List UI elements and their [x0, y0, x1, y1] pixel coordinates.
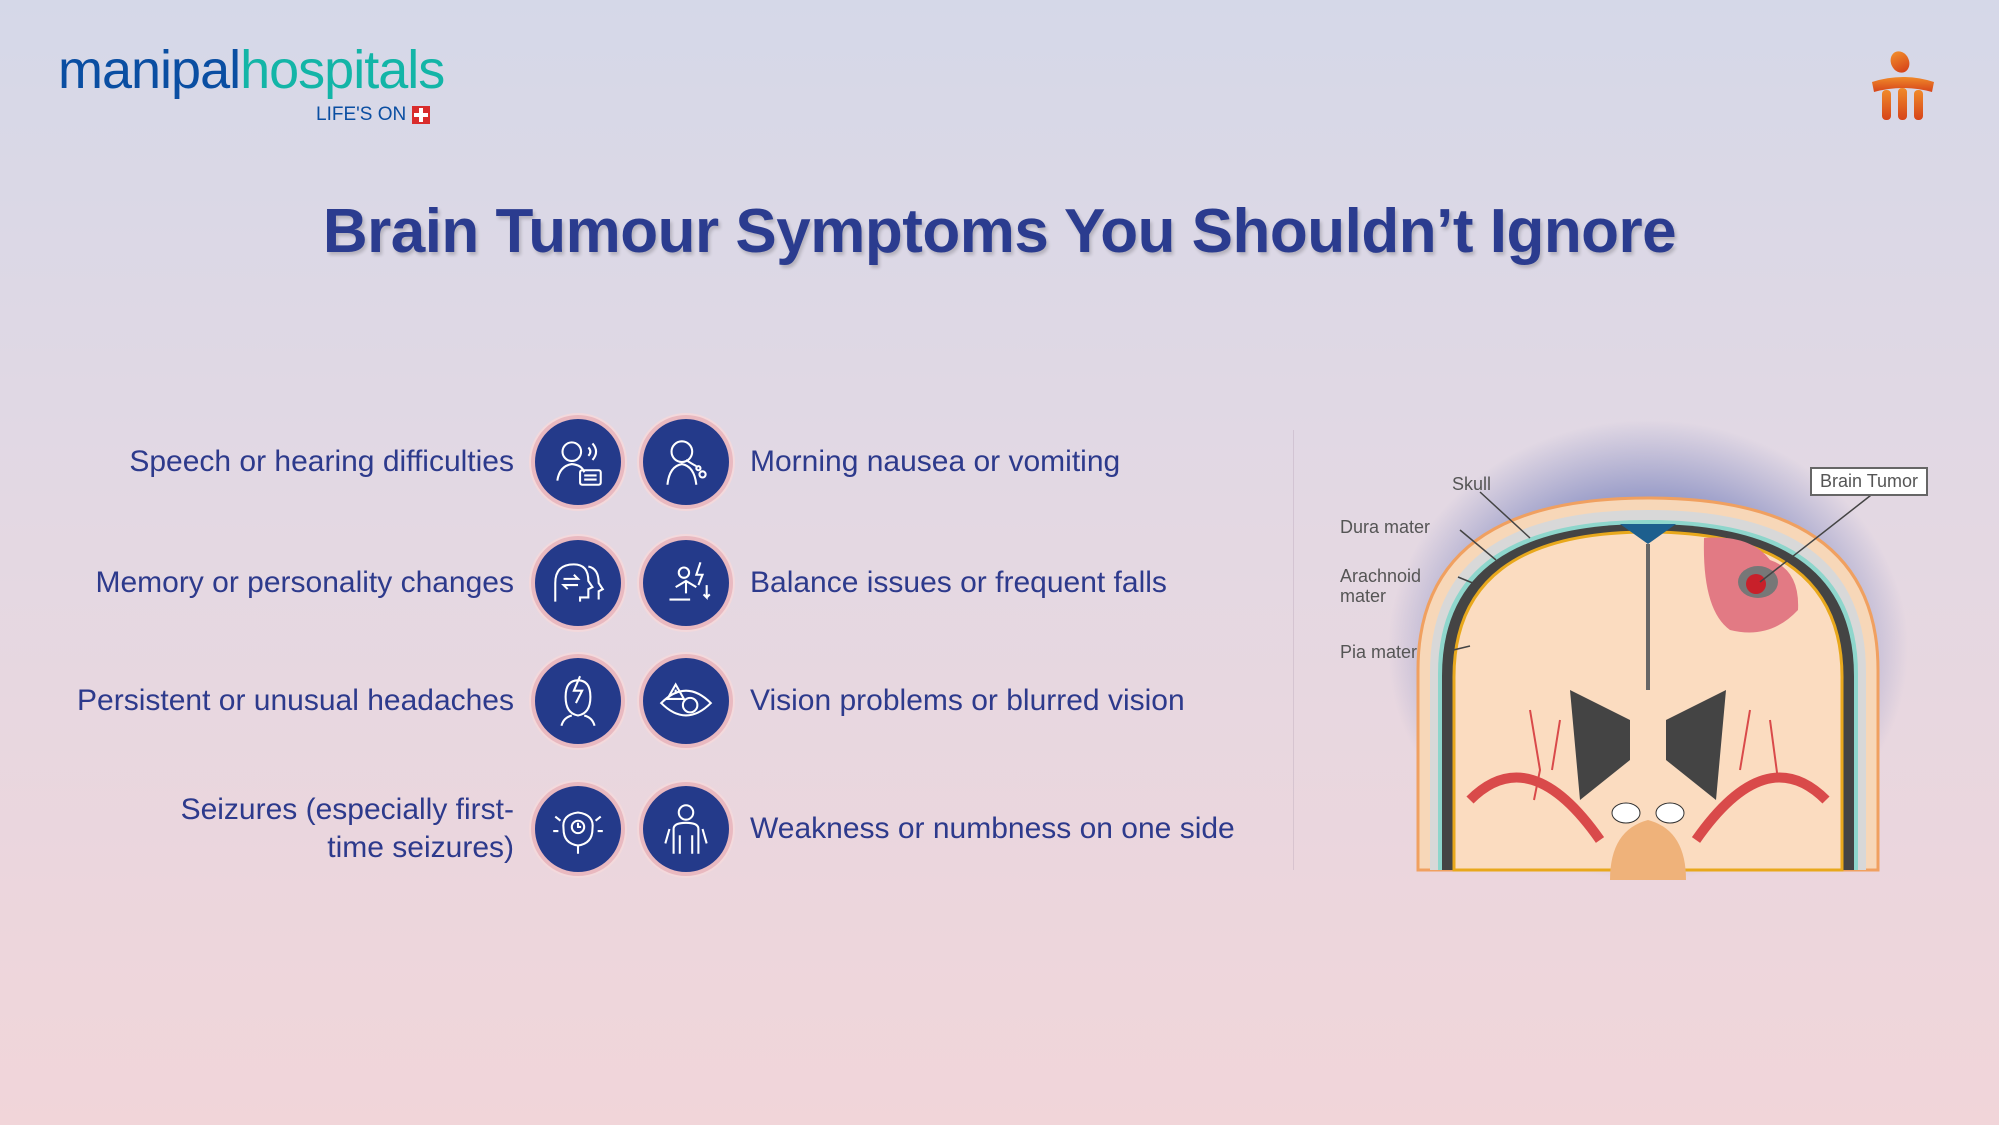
body-weakness-icon — [639, 782, 733, 876]
symptom-label: Speech or hearing difficulties — [129, 445, 514, 478]
symptom-label: Weakness or numbness on one side — [750, 812, 1235, 845]
label-line: mater — [1340, 586, 1387, 606]
symptom-row: Seizures (especially first-time seizures… — [0, 779, 1280, 879]
label-pia-mater: Pia mater — [1340, 642, 1418, 662]
nausea-icon — [639, 415, 733, 509]
brand-mark-icon — [1872, 51, 1934, 120]
symptom-label-line: Seizures (especially first- — [180, 793, 514, 826]
symptom-label: Memory or personality changes — [95, 566, 514, 599]
symptom-row: Persistent or unusual headaches Vision p… — [0, 651, 1280, 751]
memory-heads-icon — [531, 536, 625, 630]
symptom-label: Persistent or unusual headaches — [77, 684, 514, 717]
speech-hearing-icon — [531, 415, 625, 509]
page-title: Brain Tumour Symptoms You Shouldn’t Igno… — [322, 197, 1677, 266]
tagline-text: LIFE'S ON — [316, 104, 407, 125]
logo-text-hospitals: hospitals — [240, 40, 445, 100]
fall-icon — [639, 536, 733, 630]
label-line: Arachnoid — [1340, 566, 1422, 586]
symptom-label: Morning nausea or vomiting — [750, 445, 1121, 478]
symptom-label: Balance issues or frequent falls — [750, 566, 1167, 599]
symptom-label-line: time seizures) — [327, 831, 514, 864]
tumor — [1746, 574, 1766, 594]
label-dura-mater: Dura mater — [1340, 517, 1431, 537]
label-skull: Skull — [1452, 474, 1492, 494]
label-brain-tumor: Brain Tumor — [1810, 467, 1929, 496]
brain-cross-section-diagram — [1388, 420, 1908, 880]
symptom-row: Memory or personality changes Balance is… — [0, 533, 1280, 633]
symptom-label: Vision problems or blurred vision — [750, 684, 1185, 717]
cross-icon — [412, 106, 431, 124]
symptom-row: Speech or hearing difficulties Morning n… — [0, 412, 1280, 512]
tagline: LIFE'S ON — [316, 104, 702, 126]
headache-icon — [531, 654, 625, 748]
manipal-hospitals-logo: manipalhospitals LIFE'S ON — [58, 40, 445, 125]
seizure-brain-icon — [531, 782, 625, 876]
symptom-label: Seizures (especially first-time seizures… — [181, 791, 514, 867]
divider — [1293, 430, 1294, 870]
eye-warning-icon — [639, 654, 733, 748]
logo-text-manipal: manipal — [58, 40, 241, 100]
